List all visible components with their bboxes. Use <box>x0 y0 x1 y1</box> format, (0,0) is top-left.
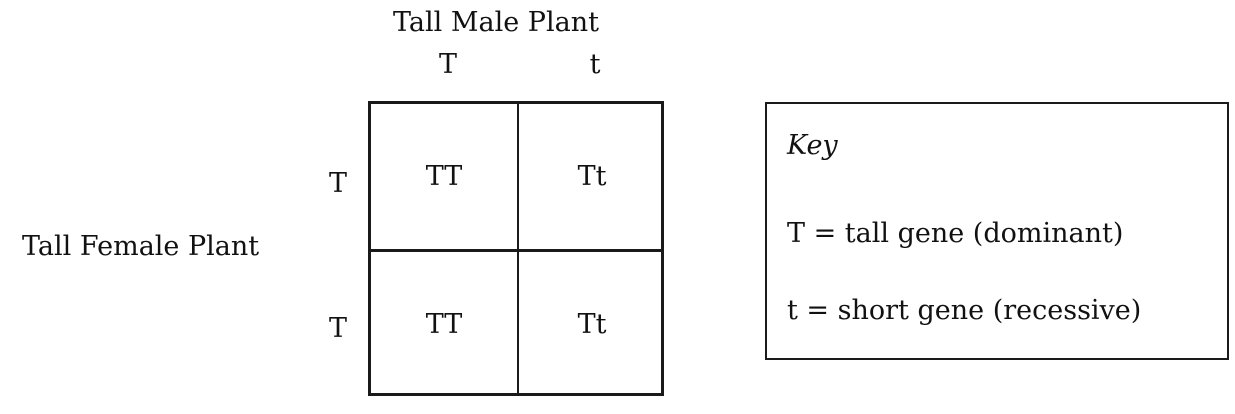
key-legend: Key T = tall gene (dominant) t = short g… <box>765 102 1229 360</box>
grid-vertical-divider <box>517 104 519 393</box>
key-entry-dominant: T = tall gene (dominant) <box>787 218 1124 249</box>
key-entry-recessive: t = short gene (recessive) <box>787 295 1142 326</box>
punnett-cell-r2-c2: Tt <box>577 309 607 340</box>
punnett-cell-r1-c2: Tt <box>577 161 607 192</box>
female-allele-2: T <box>328 313 347 344</box>
male-allele-1: T <box>438 49 457 80</box>
punnett-cell-r2-c1: TT <box>425 309 463 340</box>
male-parent-label: Tall Male Plant <box>393 7 599 38</box>
female-parent-label: Tall Female Plant <box>22 231 260 262</box>
female-allele-1: T <box>328 168 347 199</box>
grid-horizontal-divider <box>368 249 661 252</box>
key-title: Key <box>787 130 838 161</box>
punnett-square: TT Tt TT Tt <box>368 101 664 396</box>
male-allele-2: t <box>589 49 601 80</box>
punnett-cell-r1-c1: TT <box>425 161 463 192</box>
